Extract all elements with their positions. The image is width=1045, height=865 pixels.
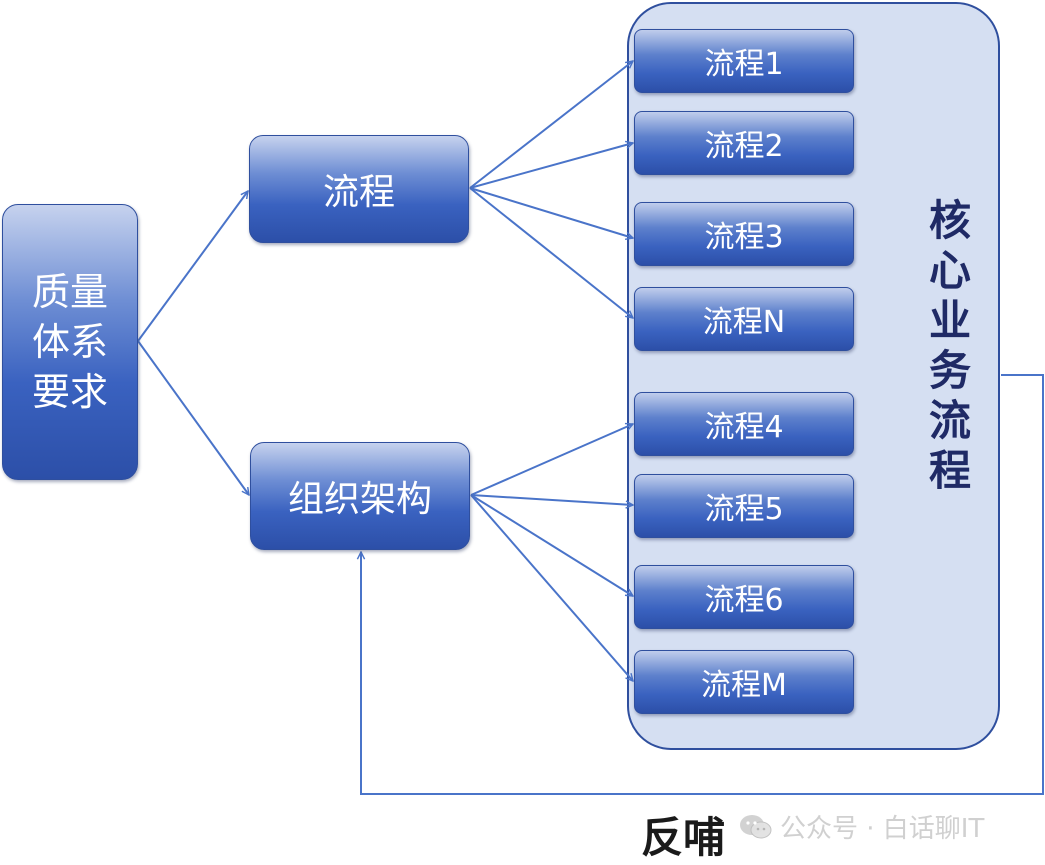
arrow-process-to-p3	[469, 187, 633, 238]
process-2-box: 流程2	[634, 111, 854, 175]
feedback-label: 反哺	[641, 813, 726, 862]
arrow-org-to-p6	[470, 494, 633, 596]
watermark-text: 公众号 · 白话聊IT	[780, 814, 985, 844]
quality-system-requirements-label: 质量体系要求	[31, 270, 108, 414]
arrow-org-to-p5	[470, 494, 633, 505]
wechat-icon	[740, 814, 772, 838]
process-6-box: 流程6	[634, 565, 854, 629]
arrow-process-to-pN	[469, 187, 633, 318]
arrow-source-to-process	[137, 191, 248, 342]
arrow-org-to-p4	[470, 424, 633, 496]
process-6-label: 流程6	[704, 583, 784, 618]
process-1-box: 流程1	[634, 29, 854, 93]
arrow-process-to-p1	[469, 61, 633, 189]
process-2-label: 流程2	[704, 129, 784, 164]
organization-structure-box: 组织架构	[250, 442, 470, 550]
process-4-label: 流程4	[704, 410, 784, 445]
process-5-label: 流程5	[704, 492, 784, 527]
quality-system-requirements-box: 质量体系要求	[2, 204, 138, 480]
core-business-process-label: 核心业务流程	[928, 196, 971, 495]
organization-structure-label: 组织架构	[287, 479, 432, 520]
process-label: 流程	[322, 172, 395, 213]
process-1-label: 流程1	[704, 47, 784, 82]
process-4-box: 流程4	[634, 392, 854, 456]
process-box: 流程	[249, 135, 469, 243]
feedback-loop-line	[361, 374, 1044, 795]
watermark: 公众号 · 白话聊IT	[738, 808, 984, 845]
arrow-org-to-pM	[470, 494, 633, 681]
process-3-label: 流程3	[704, 220, 784, 255]
process-5-box: 流程5	[634, 474, 854, 538]
process-m-box: 流程M	[634, 650, 854, 714]
arrow-process-to-p2	[469, 143, 633, 189]
arrow-source-to-org	[137, 340, 249, 495]
process-m-label: 流程M	[701, 668, 787, 703]
process-3-box: 流程3	[634, 202, 854, 266]
process-n-label: 流程N	[702, 305, 786, 340]
process-n-box: 流程N	[634, 287, 854, 351]
